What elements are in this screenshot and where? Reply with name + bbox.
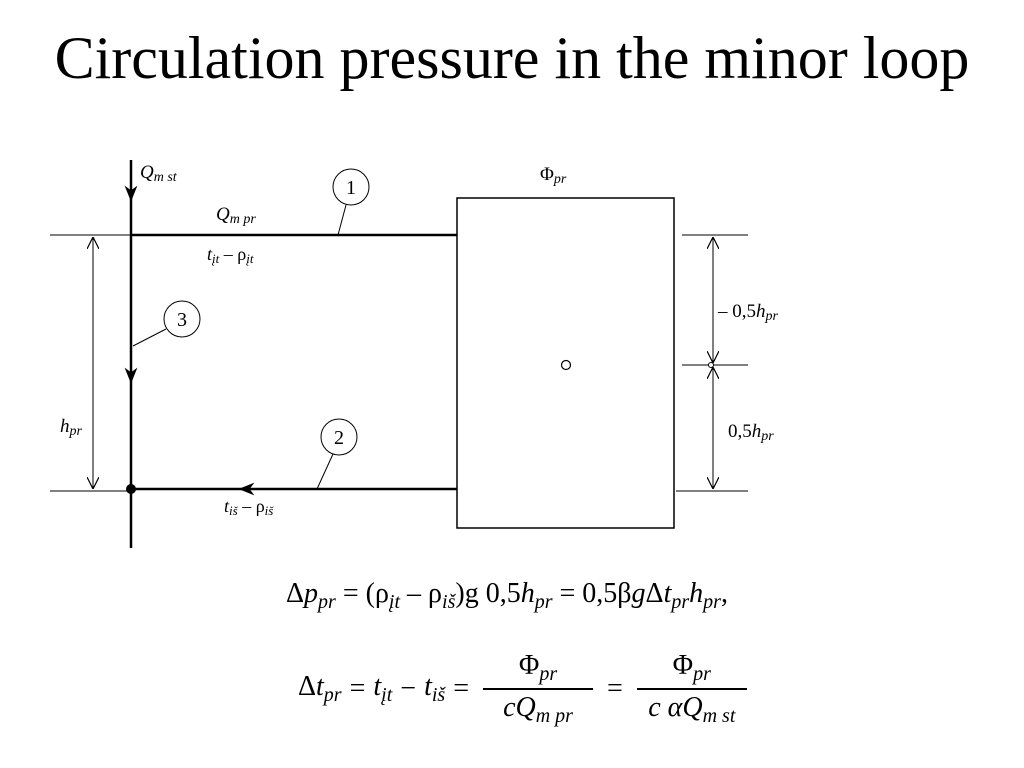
fraction-1: Φpr cQm pr — [483, 652, 594, 726]
label-q-m-st: Qm st — [140, 162, 178, 185]
label-t-upper: tįt – ρįt — [207, 244, 254, 266]
callout-3-circle — [163, 300, 201, 338]
callout-1-circle — [332, 168, 370, 206]
label-q-m-pr: Qm pr — [216, 204, 256, 227]
label-half-h-bottom: 0,5hpr — [728, 421, 774, 444]
box-center-point — [560, 359, 572, 371]
callout-2-label: 2 — [334, 427, 344, 449]
label-phi-pr: Φpr — [540, 164, 567, 187]
slide-title: Circulation pressure in the minor loop — [54, 25, 970, 91]
callout-2-circle — [320, 418, 358, 456]
formula-pressure: Δppr = (ρįt – ρiš)g 0,5hpr = 0,5βgΔtprhp… — [286, 578, 728, 613]
formula-temperature-difference: Δtpr = tįt − tiš = Φpr cQm pr = Φpr c αQ… — [298, 652, 753, 726]
heat-exchanger-box — [456, 197, 675, 529]
right-mid-point — [708, 362, 714, 368]
callout-3-leader — [132, 328, 167, 347]
label-h-pr: hpr — [60, 416, 83, 439]
label-t-lower: tiš – ρiš — [224, 496, 274, 518]
callout-2-leader — [316, 453, 334, 490]
label-half-h-top: – 0,5hpr — [717, 301, 779, 324]
callout-1-leader — [337, 204, 347, 236]
callout-1-label: 1 — [346, 177, 356, 199]
fraction-2: Φpr c αQm st — [636, 652, 747, 726]
callout-3-label: 3 — [177, 309, 187, 331]
